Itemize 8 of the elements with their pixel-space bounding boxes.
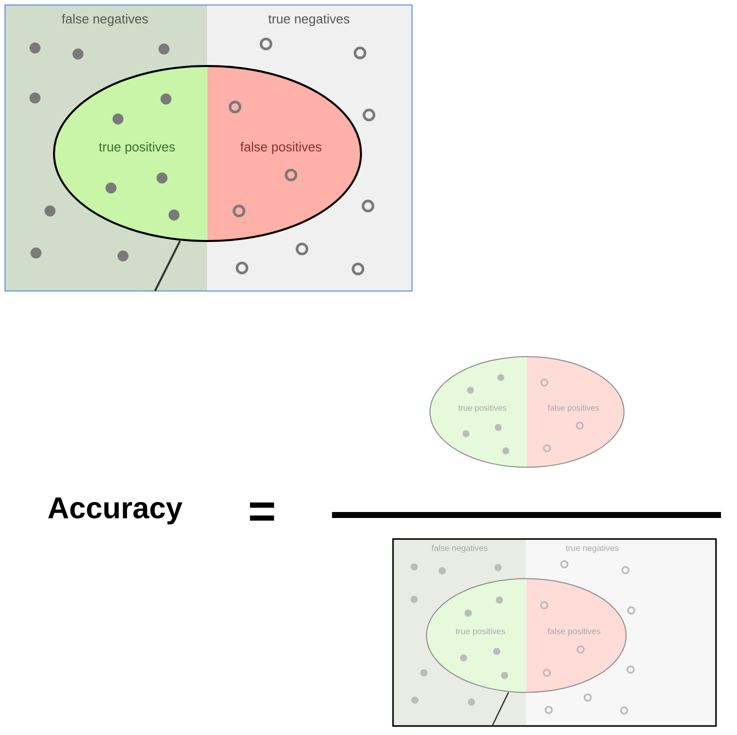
equals-sign: = [250,502,274,521]
formula-term: Accuracy [48,498,182,524]
circle-half: true positives [430,356,528,468]
circle-half: true positives [426,578,527,693]
circle-half: true positives [53,65,208,242]
circle-half: false positives [526,578,627,693]
circle-half: false positives [526,356,625,468]
circle-half: false positives [207,65,362,242]
